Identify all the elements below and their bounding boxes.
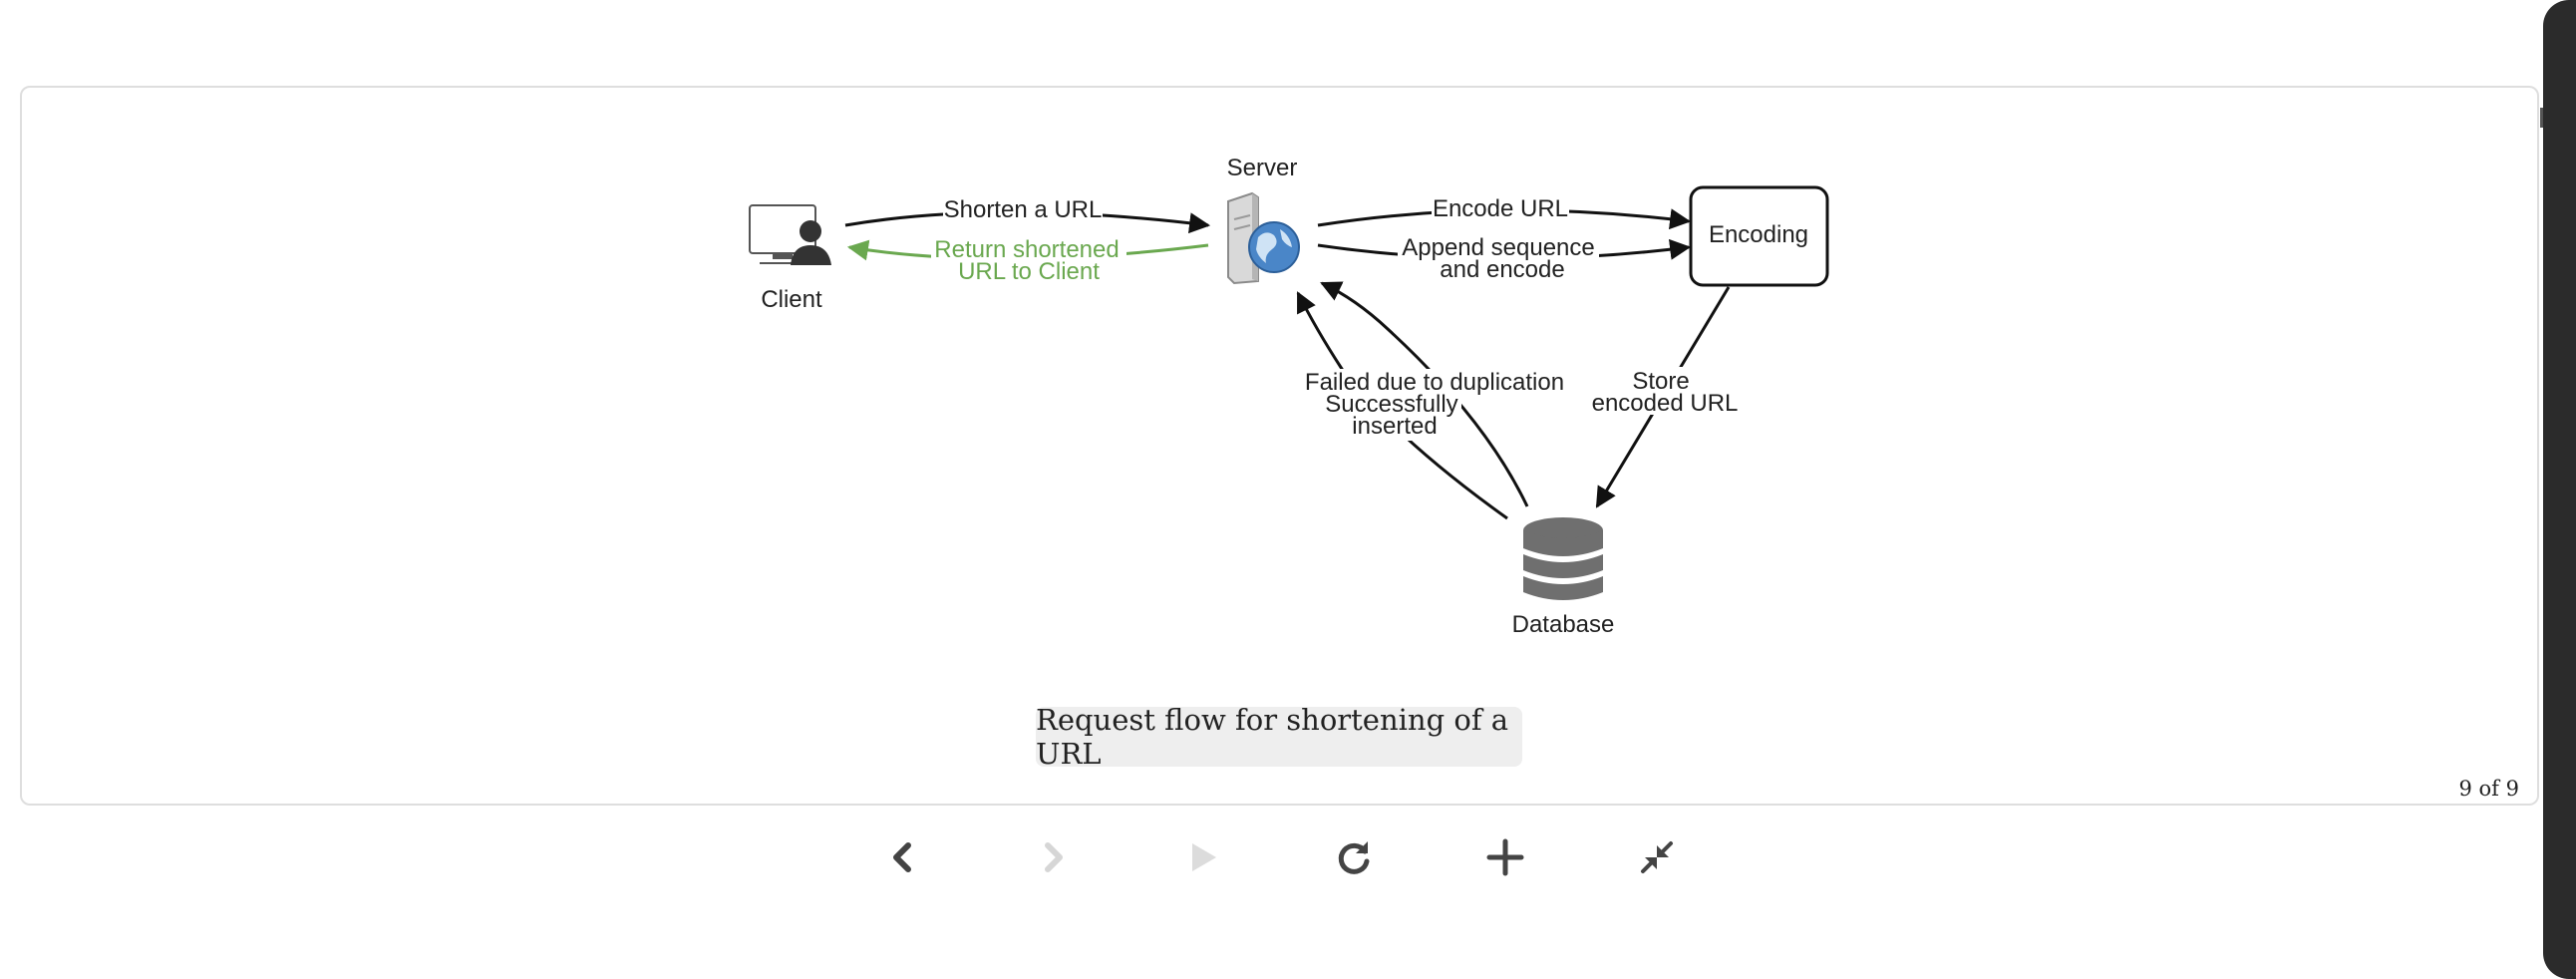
edge-failed-duplication [1320, 281, 1529, 507]
plus-icon [1486, 838, 1524, 876]
edge-label-store-1: Store [1632, 368, 1689, 395]
restart-button[interactable] [1324, 829, 1384, 885]
slide-frame [20, 86, 2539, 806]
server-globe-icon [1227, 191, 1300, 285]
edge-label-return-2: URL to Client [958, 258, 1100, 285]
database-icon [1523, 517, 1603, 600]
add-button[interactable] [1475, 829, 1535, 885]
edge-store-url: Store encoded URL [1587, 286, 1739, 508]
edge-label-success-1: Successfully [1325, 391, 1457, 418]
client-label: Client [761, 286, 822, 313]
window-edge [2543, 0, 2576, 979]
edge-label-return-1: Return shortened [934, 236, 1119, 263]
server-label: Server [1227, 155, 1298, 181]
edge-label-success-2: inserted [1352, 413, 1437, 440]
chevron-right-icon [1045, 842, 1063, 872]
edge-return-url: Return shortened URL to Client [846, 236, 1209, 285]
edge-label-store-2: encoded URL [1592, 390, 1739, 417]
edge-encode-url: Encode URL [1317, 195, 1692, 230]
edge-label-failed: Failed due to duplication [1305, 369, 1564, 396]
encoding-node: Encoding [1689, 185, 1829, 287]
play-icon [1192, 843, 1216, 871]
edge-append-sequence: Append sequence and encode [1317, 233, 1692, 283]
collapse-button[interactable] [1627, 829, 1687, 885]
slide-counter: 9 of 9 [2458, 777, 2520, 801]
next-button[interactable] [1023, 829, 1083, 885]
edge-shorten-url: Shorten a URL [844, 195, 1211, 234]
edge-label-encode: Encode URL [1433, 195, 1568, 222]
edge-label-append-2: and encode [1440, 256, 1564, 283]
slide-caption: Request flow for shortening of a URL [1036, 703, 1522, 771]
server-node: Server [1227, 155, 1300, 285]
collapse-icon [1641, 841, 1673, 873]
client-node: Client [749, 204, 831, 313]
client-computer-icon [749, 204, 831, 265]
edge-label-shorten: Shorten a URL [944, 196, 1103, 223]
chevron-left-icon [893, 842, 911, 872]
previous-button[interactable] [873, 829, 933, 885]
play-button[interactable] [1172, 829, 1232, 885]
database-label: Database [1512, 611, 1615, 638]
database-node: Database [1512, 517, 1615, 638]
encoding-label: Encoding [1709, 221, 1808, 248]
resize-handle[interactable] [2540, 108, 2543, 128]
edge-label-append-1: Append sequence [1402, 234, 1595, 261]
redo-icon [1338, 841, 1370, 874]
